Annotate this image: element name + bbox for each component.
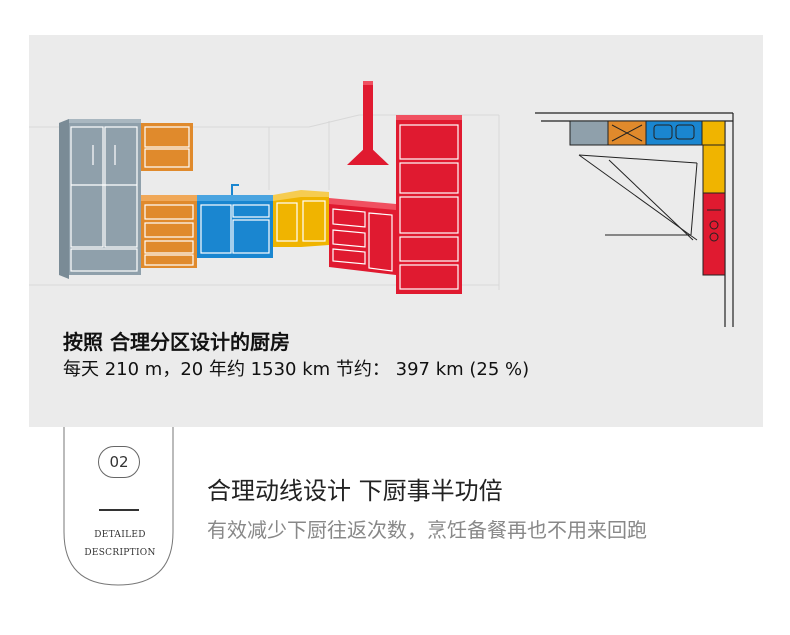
hero-panel: 按照 合理分区设计的厨房 每天 210 m，20 年约 1530 km 节约： … (29, 35, 763, 427)
page-heading: 按照 合理分区设计的厨房 (63, 330, 290, 354)
detailed-description-label: DETAILED DESCRIPTION (70, 526, 170, 562)
floor-plan-diagram (535, 112, 734, 327)
label-line-1: DETAILED (94, 530, 146, 540)
kitchen-illustration (29, 81, 500, 294)
section-number: 02 (98, 446, 140, 478)
badge-outline (63, 427, 174, 586)
badge-divider (99, 509, 139, 511)
label-line-2: DESCRIPTION (84, 548, 156, 558)
distance-savings-text: 每天 210 m，20 年约 1530 km 节约： 397 km (25 %) (63, 359, 530, 380)
feature-title: 合理动线设计 下厨事半功倍 (207, 477, 503, 505)
feature-description: 有效减少下厨往返次数，烹饪备餐再也不用来回跑 (207, 518, 647, 542)
gray-cabinet (59, 119, 141, 279)
